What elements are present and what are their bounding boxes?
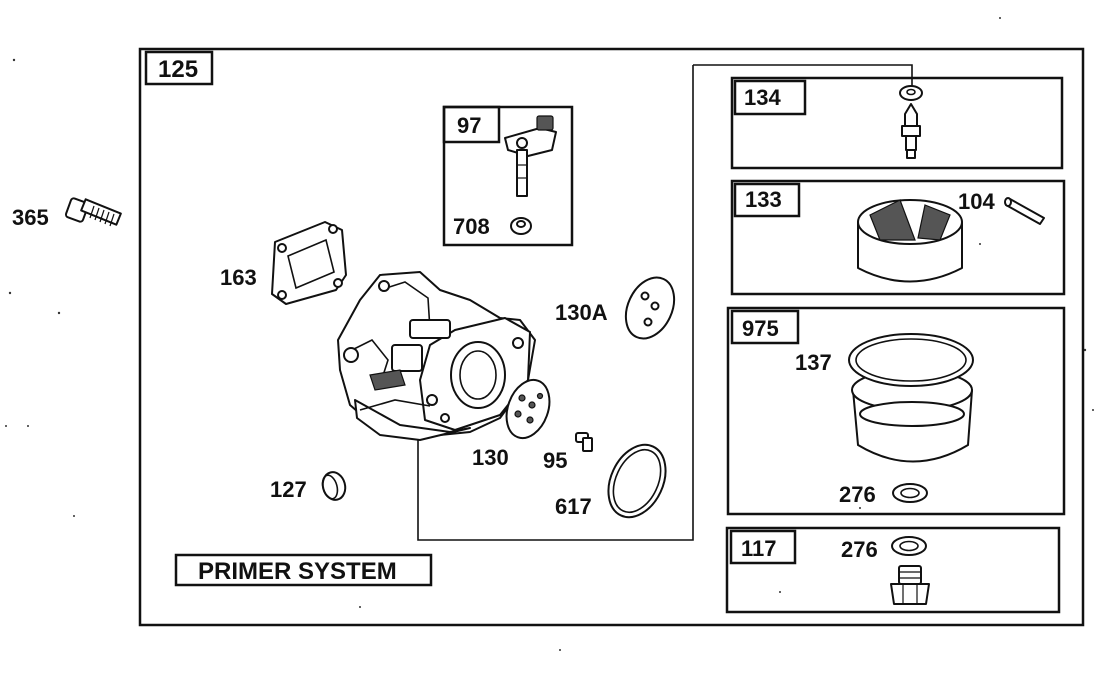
gasket-163: 163 (220, 221, 347, 305)
part-label-133: 133 (745, 187, 782, 212)
part-label-708: 708 (453, 214, 490, 239)
part-label-104: 104 (958, 189, 995, 214)
subassembly-133: 133 104 (730, 179, 1066, 296)
assembly-125-frame: 125 (138, 47, 1085, 627)
part-label-276-bowl: 276 (839, 482, 876, 507)
scan-noise (5, 17, 1094, 651)
part-label-95: 95 (543, 448, 567, 473)
part-label-276-bolt: 276 (841, 537, 878, 562)
screw-95: 95 (543, 432, 593, 473)
part-label-117: 117 (741, 536, 777, 561)
subassembly-134: 134 (730, 76, 1064, 170)
part-label-127: 127 (270, 477, 307, 502)
primer-system-banner: PRIMER SYSTEM (174, 553, 433, 587)
plug-127: 127 (270, 471, 347, 502)
primer-system-label: PRIMER SYSTEM (198, 558, 397, 585)
part-label-365: 365 (12, 205, 49, 230)
diaphragm-130: 130 (472, 378, 551, 470)
subassembly-975: 975 137 276 (726, 306, 1066, 516)
part-label-137: 137 (795, 350, 832, 375)
part-label-617: 617 (555, 494, 592, 519)
plate-130a: 130A (555, 276, 676, 340)
part-label-975: 975 (742, 316, 779, 341)
bracket-lines (417, 64, 913, 541)
bolt-365: 365 (12, 197, 122, 230)
subassembly-97: 97 708 (442, 105, 574, 247)
part-label-134: 134 (744, 85, 781, 110)
subassembly-117: 117 276 (725, 526, 1061, 614)
o-ring-617: 617 (555, 443, 667, 519)
part-label-130a: 130A (555, 300, 608, 325)
part-label-163: 163 (220, 265, 257, 290)
part-label-97: 97 (457, 113, 481, 138)
carburetor-body (337, 271, 536, 441)
part-label-130: 130 (472, 445, 509, 470)
part-label-125: 125 (158, 56, 198, 83)
